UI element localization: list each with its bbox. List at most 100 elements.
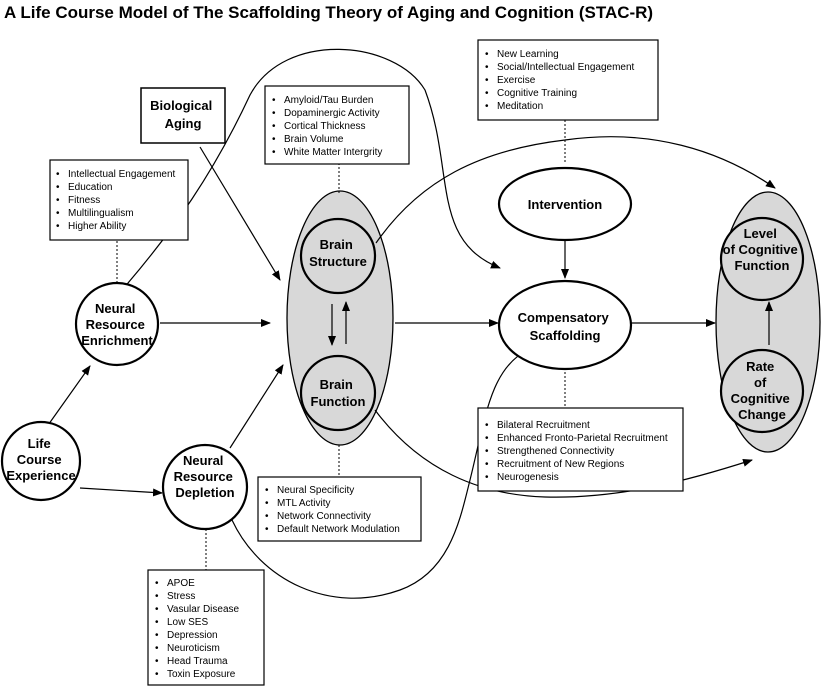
aging-to-brain-arrow xyxy=(199,146,281,281)
enrichment-factors-list: • Intellectual Engagement • Education • Fitne… xyxy=(56,169,176,232)
enrichment-factors-box xyxy=(49,159,189,241)
neural-resource-enrichment-label: Neural Resource Enrichment xyxy=(81,301,153,348)
bullet-icon: • xyxy=(56,195,60,206)
bullet-icon: • xyxy=(56,221,60,232)
biological-aging-box xyxy=(140,87,226,144)
bullet-icon: • xyxy=(155,630,159,641)
life-course-experience-circle xyxy=(0,420,82,502)
bullet-icon: • xyxy=(155,604,159,615)
list-item: APOE xyxy=(167,578,195,589)
list-item: White Matter Intergrity xyxy=(284,147,382,158)
list-item: Recruitment of New Regions xyxy=(497,459,624,470)
brain-structure-circle xyxy=(299,217,377,295)
bullet-icon: • xyxy=(485,49,489,60)
list-item: Education xyxy=(68,182,112,193)
list-item: Multilingualism xyxy=(68,208,134,219)
function-measures-list: • Neural Specificity • MTL Activity • Network… xyxy=(265,485,400,535)
bullet-icon: • xyxy=(485,88,489,99)
enrichment-to-scaffolding-curve xyxy=(114,48,501,299)
list-item: Low SES xyxy=(167,617,208,628)
depletion-factors-list: • APOE • Stress • Vasular Disease • Low SES • Dep… xyxy=(155,578,240,680)
list-item: Enhanced Fronto-Parietal Recruitment xyxy=(497,433,668,444)
scaffolding-types-list: • Bilateral Recruitment • Enhanced Fronto-P… xyxy=(485,420,668,483)
bullet-icon: • xyxy=(265,485,269,496)
biological-aging-label: Biological Aging xyxy=(150,98,216,131)
neural-resource-depletion-label: Neural Resource Depletion xyxy=(174,453,237,500)
bullet-icon: • xyxy=(485,472,489,483)
list-item: Stress xyxy=(167,591,195,602)
life-to-depletion-arrow xyxy=(79,487,163,497)
rate-of-cognitive-change-label: Rate of Cognitive Change xyxy=(731,359,794,422)
function-measures-box xyxy=(257,476,422,542)
list-item: Neural Specificity xyxy=(277,485,354,496)
depletion-to-scaffolding-curve xyxy=(231,349,529,599)
bullet-icon: • xyxy=(155,656,159,667)
bullet-icon: • xyxy=(272,108,276,119)
bullet-icon: • xyxy=(485,101,489,112)
bullet-icon: • xyxy=(272,134,276,145)
bullet-icon: • xyxy=(265,524,269,535)
list-item: Strengthened Connectivity xyxy=(497,446,614,457)
compensatory-scaffolding-label: Compensatory Scaffolding xyxy=(518,310,613,343)
bullet-icon: • xyxy=(272,147,276,158)
life-course-experience-label: Life Course Experience xyxy=(6,436,75,483)
list-item: Network Connectivity xyxy=(277,511,371,522)
neural-resource-depletion-circle xyxy=(161,443,249,531)
neural-resource-enrichment-circle xyxy=(74,281,160,367)
list-item: Head Trauma xyxy=(167,656,228,667)
structure-measures-box xyxy=(264,85,410,165)
intervention-types-box xyxy=(477,39,659,121)
brain-function-label: Brain Function xyxy=(311,377,366,409)
structure-measures-list: • Amyloid/Tau Burden • Dopaminergic Activit… xyxy=(272,95,382,158)
depletion-to-brain-arrow xyxy=(229,364,284,449)
list-item: Social/Intellectual Engagement xyxy=(497,62,635,73)
list-item: Brain Volume xyxy=(284,134,344,145)
list-item: Intellectual Engagement xyxy=(68,169,176,180)
rate-of-cognitive-change-circle xyxy=(719,348,805,434)
life-to-enrichment-arrow xyxy=(45,365,91,429)
bullet-icon: • xyxy=(485,433,489,444)
bullet-icon: • xyxy=(155,669,159,680)
bullet-icon: • xyxy=(265,498,269,509)
bullet-icon: • xyxy=(485,459,489,470)
list-item: New Learning xyxy=(497,49,559,60)
level-of-cognitive-function-label: Level of Cognitive Function xyxy=(723,226,802,273)
bullet-icon: • xyxy=(485,420,489,431)
list-item: Cortical Thickness xyxy=(284,121,366,132)
list-item: MTL Activity xyxy=(277,498,331,509)
list-item: Bilateral Recruitment xyxy=(497,420,590,431)
intervention-ellipse xyxy=(497,166,633,242)
list-item: Higher Ability xyxy=(68,221,126,232)
level-of-cognitive-function-circle xyxy=(719,216,805,302)
list-item: Toxin Exposure xyxy=(167,669,236,680)
list-item: Vasular Disease xyxy=(167,604,240,615)
diagram-title: A Life Course Model of The Scaffolding T… xyxy=(4,3,653,22)
bullet-icon: • xyxy=(485,446,489,457)
intervention-label: Intervention xyxy=(528,197,602,212)
brain-structure-label: Brain Structure xyxy=(309,237,367,269)
scaffolding-types-box xyxy=(477,407,684,492)
list-item: Fitness xyxy=(68,195,100,206)
list-item: Depression xyxy=(167,630,218,641)
bullet-icon: • xyxy=(272,95,276,106)
list-item: Neuroticism xyxy=(167,643,220,654)
bullet-icon: • xyxy=(485,62,489,73)
list-item: Meditation xyxy=(497,101,543,112)
intervention-types-list: • New Learning • Social/Intellectual Engage… xyxy=(485,49,635,112)
bullet-icon: • xyxy=(265,511,269,522)
list-item: Amyloid/Tau Burden xyxy=(284,95,374,106)
bullet-icon: • xyxy=(272,121,276,132)
bullet-icon: • xyxy=(485,75,489,86)
list-item: Dopaminergic Activity xyxy=(284,108,380,119)
bullet-icon: • xyxy=(155,578,159,589)
list-item: Exercise xyxy=(497,75,536,86)
brain-function-circle xyxy=(299,354,377,432)
bullet-icon: • xyxy=(56,208,60,219)
function-to-rate-curve xyxy=(374,409,753,498)
bullet-icon: • xyxy=(155,643,159,654)
list-item: Neurogenesis xyxy=(497,472,559,483)
list-item: Cognitive Training xyxy=(497,88,577,99)
compensatory-scaffolding-ellipse xyxy=(497,279,633,371)
depletion-factors-box xyxy=(147,569,265,686)
